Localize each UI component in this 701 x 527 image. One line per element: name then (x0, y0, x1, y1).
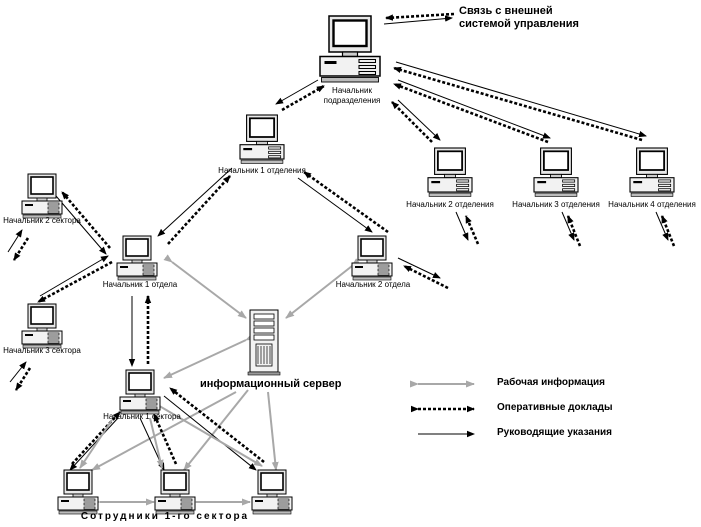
work-info-otdel1-server (163, 254, 247, 319)
head-division-label-line1: Начальник (332, 86, 372, 95)
head-sector1-label: Начальник 1 сектора (103, 412, 181, 421)
work-info-sector1-emp1 (79, 419, 113, 469)
head-otdel2-computer (351, 235, 393, 281)
report-dept1-division (281, 84, 325, 112)
directive-otdel1-sector2 (55, 195, 107, 255)
report-otdel2-dept1 (303, 170, 389, 234)
connection-lines (7, 12, 676, 506)
directive-sector2-down (7, 229, 23, 253)
report-emp3-sector1 (169, 386, 265, 464)
directive-division-dept2 (397, 99, 441, 141)
head-otdel2-label: Начальник 2 отдела (335, 280, 411, 289)
directive-otdel1-sector3 (39, 255, 109, 297)
report-dept3-down (566, 215, 582, 247)
head-dept3-label: Начальник 3 отделения (512, 200, 600, 209)
report-dept4-division (393, 66, 643, 142)
legend-symbols (410, 380, 475, 438)
report-otdel2-right (403, 264, 449, 290)
external-link-label-line2: системой управления (459, 18, 579, 30)
head-sector3-computer (21, 303, 63, 349)
report-otdel1-dept1 (167, 175, 231, 245)
head-otdel1-label: Начальник 1 отдела (102, 280, 178, 289)
report-dept4-down (660, 215, 676, 247)
directive-division-dept1 (275, 79, 319, 105)
legend-work-info-label: Рабочая информация (497, 377, 605, 388)
directive-sector3-down (9, 361, 27, 383)
work-info-sector1-emp2 (149, 417, 164, 469)
work-info-otdel2-server (285, 258, 361, 319)
work-info-server-emp1 (91, 391, 237, 471)
head-otdel1-computer (116, 235, 158, 281)
report-dept3-division (393, 82, 549, 144)
employee-computer-3 (251, 469, 293, 515)
head-dept1-label: Начальник 1 отделения (218, 166, 306, 175)
report-sector3-otdel1 (37, 260, 113, 304)
directive-dept1-otdel1 (157, 167, 233, 237)
directive-dept2-down (455, 211, 469, 241)
work-info-server-emp2 (183, 389, 249, 471)
report-sector3-down (14, 367, 32, 391)
head-sector2-label: Начальник 2 сектора (3, 216, 81, 225)
employee-computer-1 (57, 469, 99, 515)
report-sector2-down (12, 237, 30, 261)
head-dept1-computer (239, 114, 285, 164)
directive-dept4-down (655, 211, 669, 241)
work-info-server-emp3 (267, 391, 279, 471)
report-dept2-division (391, 101, 433, 143)
directive-dept3-down (561, 211, 575, 241)
directive-otdel2-right (397, 257, 441, 279)
head-dept4-label: Начальник 4 отделения (608, 200, 696, 209)
employee-computer-2 (154, 469, 196, 515)
directive-sector1-emp3 (163, 395, 257, 471)
employees-caption: Сотрудники 1-го сектора (80, 511, 250, 522)
computers (21, 15, 675, 515)
head-dept2-label: Начальник 2 отделения (406, 200, 494, 209)
head-division-label-line2: подразделения (323, 96, 381, 105)
directive-division-dept3 (397, 79, 551, 139)
external-link-label-line1: Связь с внешней (459, 5, 553, 17)
head-dept3-computer (533, 147, 579, 197)
head-division-computer (319, 15, 381, 83)
directive-sector1-emp1 (69, 417, 119, 471)
head-sector1-computer (119, 369, 161, 415)
directive-to-external (383, 15, 453, 25)
info-server-label: информационный сервер (200, 378, 342, 390)
work-info-server-sector1 (163, 333, 255, 379)
directive-dept1-otdel2 (297, 177, 373, 233)
report-emp2-sector1 (152, 413, 178, 465)
directive-division-dept4 (395, 61, 647, 138)
head-dept4-computer (629, 147, 675, 197)
head-sector2-computer (21, 173, 63, 219)
tower-server-icon (247, 309, 281, 376)
work-info-sector1-emp3 (155, 403, 263, 467)
head-dept2-computer (427, 147, 473, 197)
legend-reports-label: Оперативные доклады (497, 402, 613, 413)
report-otdel1-sector2 (61, 191, 111, 249)
report-emp1-sector1 (71, 411, 121, 465)
report-dept2-down (464, 215, 480, 245)
legend-directives-label: Руководящие указания (497, 427, 612, 438)
report-from-external (385, 12, 455, 21)
head-sector3-label: Начальник 3 сектора (3, 346, 81, 355)
